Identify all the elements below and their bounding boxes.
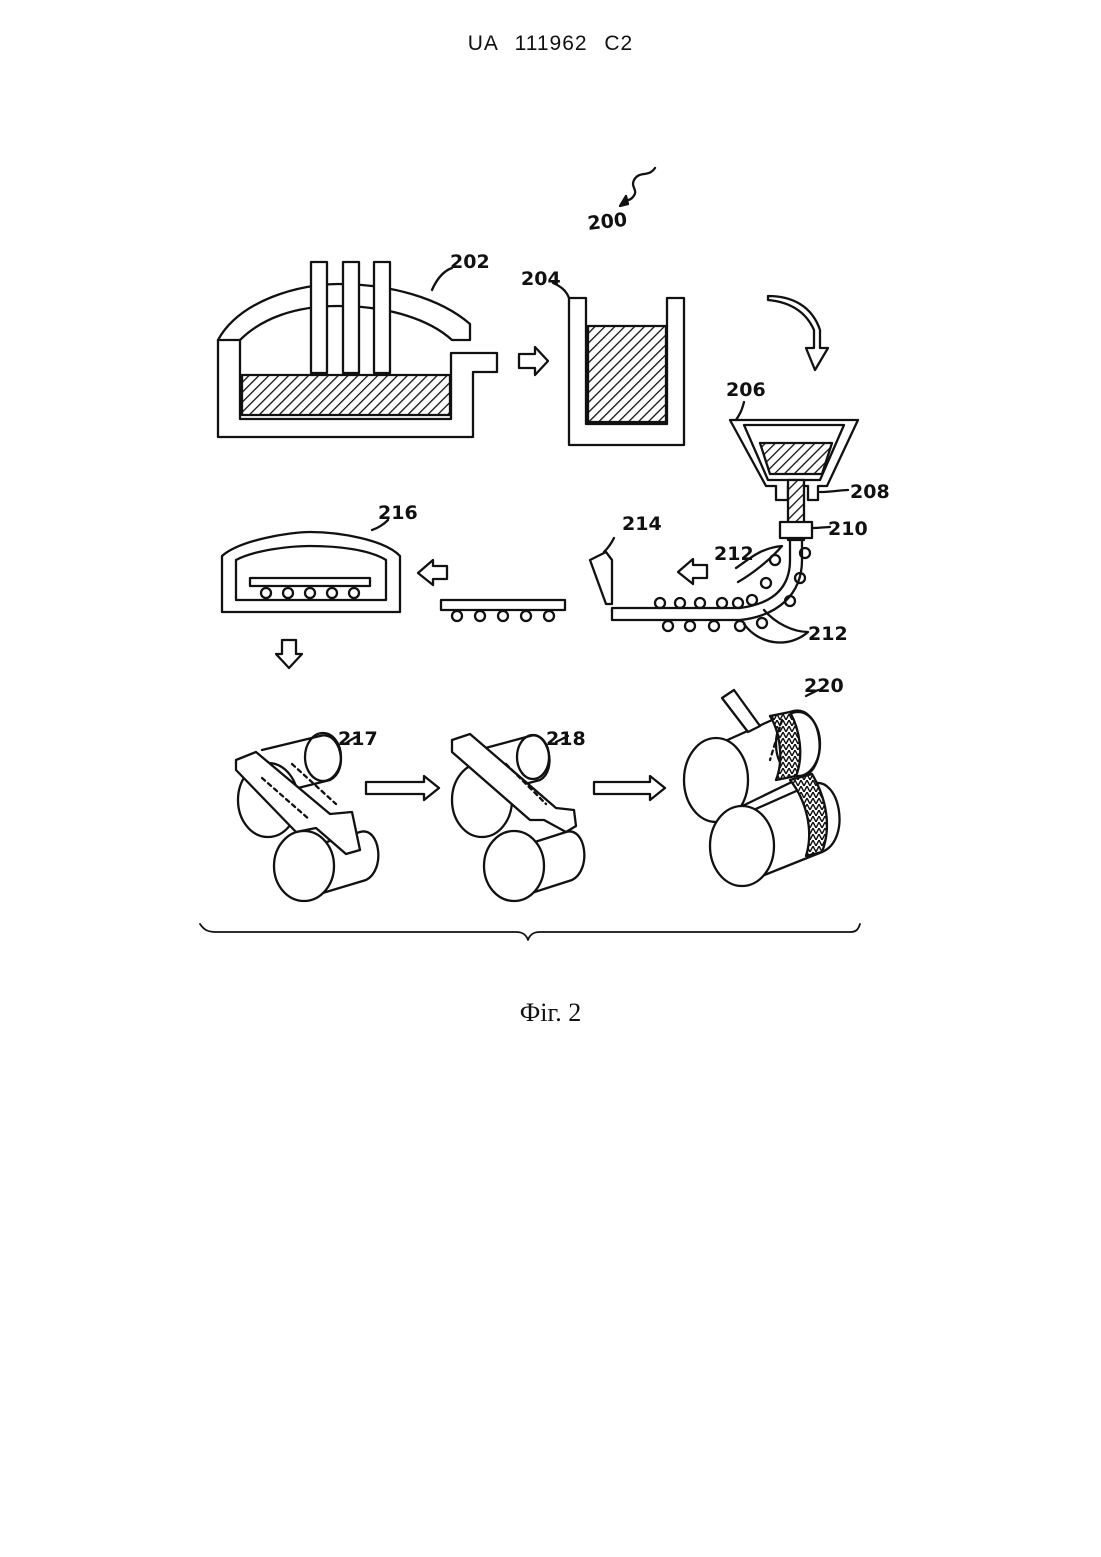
rolling-stand-218 xyxy=(452,734,584,901)
figure-brace xyxy=(200,924,860,940)
flow-arrow-5 xyxy=(276,640,302,668)
label-202: 202 xyxy=(450,251,490,273)
flow-arrow-4 xyxy=(418,560,447,585)
flow-arrow-7 xyxy=(594,776,665,800)
label-217: 217 xyxy=(338,728,378,750)
label-206: 206 xyxy=(726,379,766,401)
label-212-upper: 212 xyxy=(714,543,754,565)
process-diagram: 200 202 204 206 208 210 212 212 214 216 … xyxy=(0,0,1101,1100)
system-reference xyxy=(620,168,655,206)
label-216: 216 xyxy=(378,502,418,524)
shear-cutter xyxy=(590,538,614,604)
label-220: 220 xyxy=(804,675,844,697)
forming-stand-220 xyxy=(684,690,840,886)
cut-slab xyxy=(441,600,565,621)
label-212-lower: 212 xyxy=(808,623,848,645)
reheat-furnace xyxy=(222,520,400,612)
flow-arrow-1 xyxy=(519,347,548,375)
ladle xyxy=(553,283,684,445)
figure-caption: Фіг. 2 xyxy=(0,998,1101,1028)
curved-strand xyxy=(612,538,810,642)
electric-arc-furnace xyxy=(218,262,497,437)
label-210: 210 xyxy=(828,518,868,540)
flow-arrow-6 xyxy=(366,776,439,800)
label-214: 214 xyxy=(622,513,662,535)
label-218: 218 xyxy=(546,728,586,750)
label-200: 200 xyxy=(586,209,628,235)
rolling-stand-217 xyxy=(236,733,378,901)
label-204: 204 xyxy=(521,268,561,290)
flow-arrow-2 xyxy=(768,296,828,370)
flow-arrow-3 xyxy=(678,559,707,584)
label-208: 208 xyxy=(850,481,890,503)
